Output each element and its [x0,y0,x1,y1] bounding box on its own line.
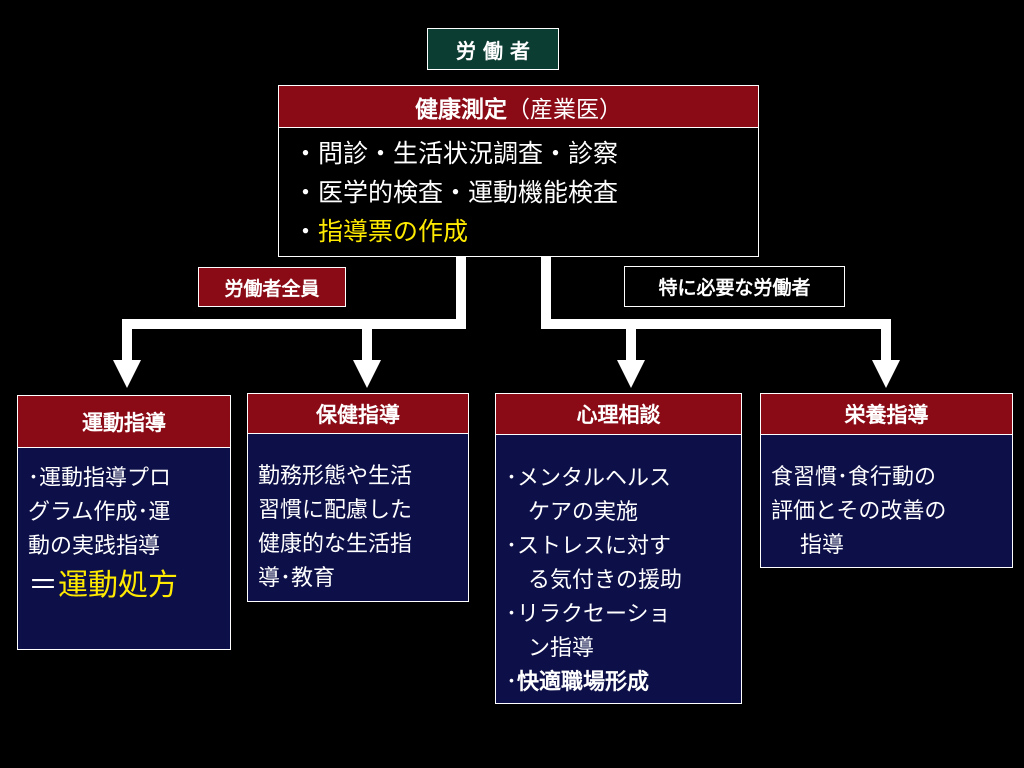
connector-left [122,257,466,362]
nutrition-guidance-title: 栄養指導 [844,403,929,427]
health-guidance-line-4: 導･教育 [258,566,336,591]
all-workers-label: 労働者全員 [224,277,320,300]
health-guidance-body: 勤務形態や生活 習慣に配慮した 健康的な生活指 導･教育 [247,433,469,602]
counseling-line-7-bullet: ･ [506,670,518,695]
counseling-header: 心理相談 [495,393,742,435]
exercise-guidance-header: 運動指導 [17,395,231,448]
nutrition-guidance-header: 栄養指導 [760,393,1013,435]
worker-tag-label: 労 働 者 [456,38,530,63]
exercise-guidance-title: 運動指導 [82,410,166,435]
nutrition-line-1: 食習慣･食行動の [771,465,937,490]
counseling-line-5: ･リラクセーショ [506,602,671,627]
all-workers-tag: 労働者全員 [198,267,346,307]
counseling-line-1: ･メンタルヘルス [506,466,672,491]
exercise-guidance-body: ･運動指導プロ グラム作成･運 動の実践指導 ＝運動処方 [17,447,231,650]
comfortable-workplace: 快適職場形成 [517,670,650,695]
special-workers-label: 特に必要な労働者 [658,277,811,299]
exercise-line-1: ･運動指導プロ [28,466,172,491]
exercise-line-3: 動の実践指導 [28,534,161,559]
counseling-line-4: る気付きの援助 [506,568,683,593]
health-measurement-body: ・問診・生活状況調査・診察 ・医学的検査・運動機能検査 ・指導票の作成 [278,127,759,257]
arrowhead-health-guidance [353,360,381,388]
arrowhead-exercise [113,360,141,388]
special-workers-tag: 特に必要な労働者 [624,266,845,307]
health-line-3: ・指導票の作成 [293,212,758,251]
health-line-2: ・医学的検査・運動機能検査 [293,178,619,207]
nutrition-guidance-body: 食習慣･食行動の 評価とその改善の 指導 [760,434,1013,568]
health-guidance-line-1: 勤務形態や生活 [258,464,413,489]
exercise-line-2: グラム作成･運 [28,500,171,525]
arrowhead-counseling [617,360,645,388]
counseling-line-6: ン指導 [506,636,595,661]
health-guidance-title: 保健指導 [316,402,400,427]
exercise-prescription-prefix: ＝ [28,568,58,603]
nutrition-line-3: 指導 [771,533,844,558]
nutrition-line-2: 評価とその改善の [771,499,947,524]
counseling-body: ･メンタルヘルス ケアの実施 ･ストレスに対す る気付きの援助 ･リラクセーショ… [495,434,742,704]
counseling-line-7: ･快適職場形成 [506,666,741,700]
worker-tag: 労 働 者 [427,28,559,70]
counseling-line-2: ケアの実施 [506,500,639,525]
exercise-prescription-line: ＝運動処方 [28,564,230,608]
health-measurement-header: 健康測定（産業医） [278,85,759,128]
health-measurement-subtitle: （産業医） [507,96,622,123]
guidance-form-highlight: 指導票の作成 [318,217,469,246]
arrowhead-nutrition [872,360,900,388]
health-guidance-header: 保健指導 [247,393,469,434]
connector-right [541,257,891,362]
exercise-prescription: 運動処方 [58,568,178,603]
counseling-title: 心理相談 [576,403,661,427]
health-measurement-title: 健康測定 [415,96,507,123]
health-guidance-line-2: 習慣に配慮した [258,498,413,523]
health-line-1: ・問診・生活状況調査・診察 [293,139,619,168]
counseling-line-3: ･ストレスに対す [506,534,672,559]
health-line-3-bullet: ・ [293,217,319,246]
health-guidance-line-3: 健康的な生活指 [258,532,413,557]
